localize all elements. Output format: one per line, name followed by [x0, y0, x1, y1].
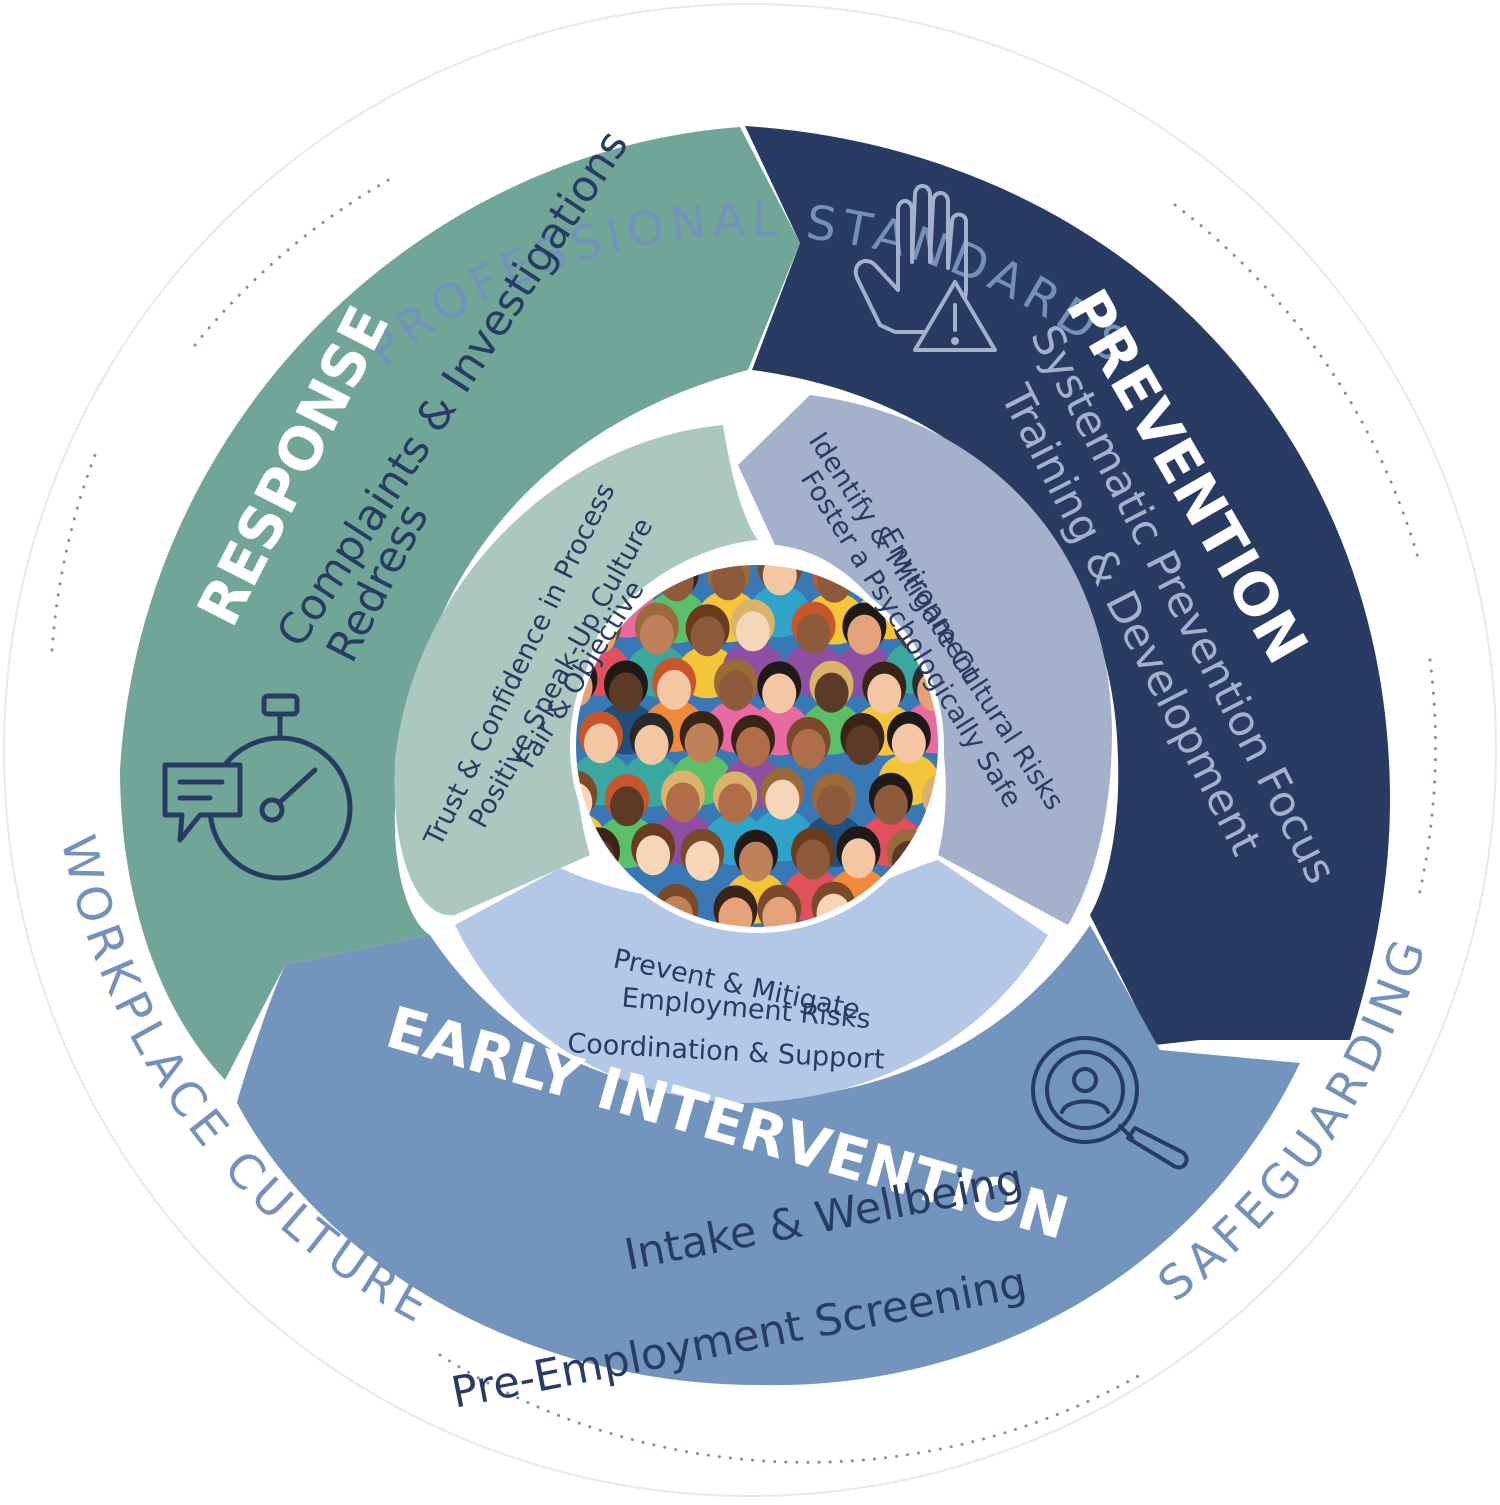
stop-hand-warning-icon — [853, 184, 997, 352]
early-intervention-segment[interactable] — [237, 925, 1300, 1386]
stopwatch-chat-icon — [162, 693, 353, 881]
prevention-segment[interactable] — [745, 126, 1390, 1045]
dotted-ring — [50, 176, 1438, 1464]
inner-early-segment[interactable] — [455, 860, 1048, 1103]
crowd-illustration — [574, 563, 940, 929]
response-segment[interactable] — [120, 127, 800, 1080]
center-ring — [570, 559, 944, 933]
inner-response-segment[interactable] — [394, 425, 758, 916]
inner-prevention-segment[interactable] — [738, 395, 1112, 925]
magnifier-person-icon — [1031, 1036, 1189, 1170]
